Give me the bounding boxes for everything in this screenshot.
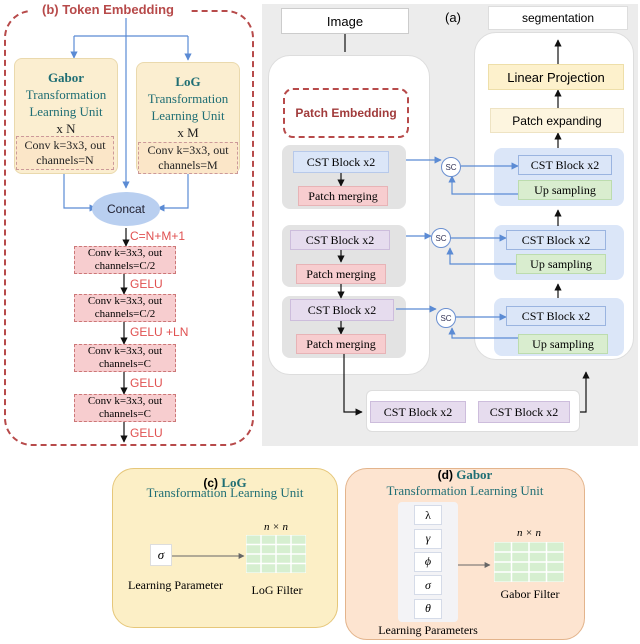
bottleneck-cst-block-2: CST Block x2 [478, 401, 570, 423]
gabor-params-label: Learning Parameters [378, 622, 478, 637]
encoder-cst-block-2: CST Block x2 [290, 230, 390, 250]
gabor-param-lambda: λ [414, 505, 442, 526]
linear-projection-box: Linear Projection [488, 64, 624, 90]
gabor-param-gamma: γ [414, 528, 442, 549]
segmentation-output: segmentation [488, 6, 628, 30]
gelu-label-4: GELU [130, 426, 163, 440]
gabor-filter-grid [494, 542, 564, 582]
patch-embedding-box: Patch Embedding [283, 88, 409, 138]
image-input-box: Image [281, 8, 409, 34]
gabor-param-sigma: σ [414, 575, 442, 596]
gabor-param-theta: θ [414, 598, 442, 619]
token-embedding-title: (b) Token Embedding [28, 0, 188, 18]
log-unit-mult: x M [177, 125, 199, 140]
gabor-unit-line2: Learning Unit [29, 104, 103, 119]
log-unit-line2: Learning Unit [151, 108, 225, 123]
decoder-up-sampling-1: Up sampling [518, 180, 612, 200]
decoder-up-sampling-3: Up sampling [518, 334, 608, 354]
log-filter-dim: n × n [264, 521, 288, 533]
skip-connection-3: SC [436, 308, 456, 328]
gabor-params-column: λ γ ϕ σ θ [398, 502, 458, 622]
conv-block-2: Conv k=3x3, out channels=C/2 [74, 294, 176, 322]
log-panel-tag: (c) [203, 476, 219, 490]
conv-block-1: Conv k=3x3, out channels=C/2 [74, 246, 176, 274]
bottleneck-cst-block-1: CST Block x2 [370, 401, 466, 423]
log-conv-box: Conv k=3x3, out channels=M [138, 142, 238, 174]
decoder-up-sampling-2: Up sampling [516, 254, 606, 274]
decoder-cst-block-2: CST Block x2 [506, 230, 606, 250]
encoder-patch-merging-2: Patch merging [296, 264, 386, 284]
gabor-filter-dim: n × n [517, 527, 541, 539]
decoder-cst-block-1: CST Block x2 [518, 155, 612, 175]
skip-connection-2: SC [431, 228, 451, 248]
gabor-param-phi: ϕ [414, 551, 442, 572]
conv-block-4: Conv k=3x3, out channels=C [74, 394, 176, 422]
log-param-label: Learning Parameter [128, 578, 223, 592]
encoder-cst-block-3: CST Block x2 [290, 299, 394, 321]
log-unit-line1: Transformation [147, 91, 229, 106]
patch-expanding-box: Patch expanding [490, 108, 624, 133]
gelu-ln-label: GELU +LN [130, 325, 189, 339]
gabor-panel-name: Gabor [456, 467, 493, 482]
gabor-unit-name: Gabor [47, 70, 85, 85]
gabor-filter-label: Gabor Filter [500, 586, 560, 601]
log-unit-name: LoG [175, 74, 201, 89]
gabor-panel-subtitle: Transformation Learning Unit [386, 483, 544, 498]
gabor-panel-heading: (d) Gabor [345, 466, 585, 484]
log-filter-grid [246, 535, 306, 573]
gabor-conv-box: Conv k=3x3, out channels=N [16, 136, 114, 170]
gelu-label-3: GELU [130, 376, 163, 390]
gabor-unit-mult: x N [56, 121, 76, 136]
skip-connection-1: SC [441, 157, 461, 177]
log-param-sigma: σ [150, 544, 172, 566]
concat-node: Concat [92, 192, 160, 226]
encoder-cst-block-1: CST Block x2 [293, 151, 389, 173]
decoder-cst-block-3: CST Block x2 [506, 306, 606, 326]
gabor-unit-line1: Transformation [25, 87, 107, 102]
c-channels-label: C=N+M+1 [130, 229, 186, 243]
log-panel-subtitle: Transformation Learning Unit [146, 485, 304, 500]
encoder-patch-merging-3: Patch merging [296, 334, 386, 354]
log-panel-name: LoG [221, 475, 247, 490]
log-filter-label: LoG Filter [251, 582, 303, 597]
architecture-label: (a) [445, 9, 461, 25]
gelu-label-1: GELU [130, 277, 163, 291]
log-panel-heading: (c) LoG [112, 474, 338, 492]
gabor-panel-tag: (d) [437, 468, 453, 482]
conv-block-3: Conv k=3x3, out channels=C [74, 344, 176, 372]
encoder-patch-merging-1: Patch merging [298, 186, 388, 206]
